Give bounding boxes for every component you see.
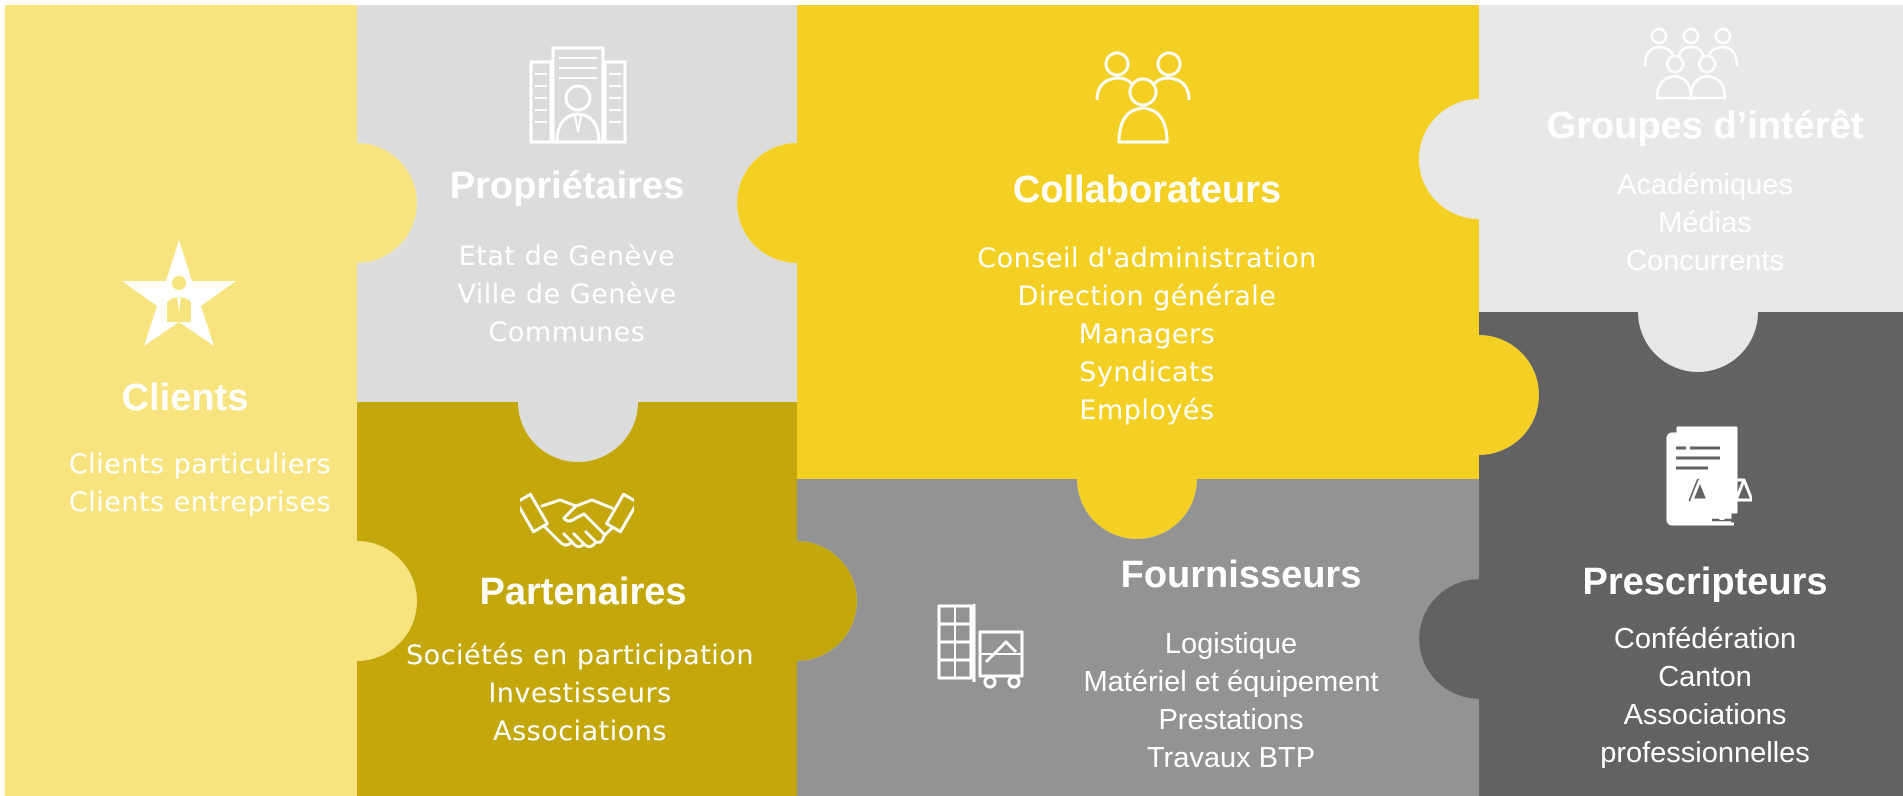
prescripteurs-title: Prescripteurs (1582, 561, 1828, 603)
crowd-icon (1643, 27, 1739, 100)
forklift-icon (937, 604, 1024, 689)
partenaires-item: Investisseurs (488, 678, 672, 709)
clients-items: Clients particuliers Clients entreprises (5, 446, 395, 522)
partenaires-items: Sociétés en participation Investisseurs … (357, 637, 803, 751)
prescripteurs-item: professionnelles (1600, 737, 1810, 769)
partenaires-item: Sociétés en participation (406, 640, 754, 671)
prescripteurs-items: Confédération Canton Associations profes… (1545, 620, 1865, 772)
clients-title: Clients (121, 377, 249, 419)
prescripteurs-item: Associations (1623, 699, 1787, 731)
collaborateurs-item: Direction générale (1017, 281, 1277, 312)
groupes-item: Concurrents (1626, 245, 1784, 277)
piece-fournisseurs (797, 479, 1479, 796)
collaborateurs-items: Conseil d'administration Direction génér… (897, 240, 1397, 430)
collaborateurs-item: Managers (1078, 319, 1216, 350)
proprietaires-item: Ville de Genève (457, 279, 677, 310)
fournisseurs-item: Matériel et équipement (1083, 666, 1379, 698)
partenaires-item: Associations (493, 716, 667, 747)
fournisseurs-title: Fournisseurs (1120, 554, 1362, 596)
clients-item: Clients particuliers (68, 449, 332, 480)
people-group-icon (1095, 51, 1191, 144)
document-scales-icon (1666, 426, 1752, 526)
handshake-icon (520, 492, 634, 549)
proprietaires-item: Etat de Genève (458, 241, 676, 272)
star-person-icon (122, 240, 236, 346)
proprietaires-items: Etat de Genève Ville de Genève Communes (357, 238, 777, 352)
building-person-icon (529, 46, 627, 144)
groupes-title: Groupes d’intérêt (1546, 105, 1864, 147)
piece-clients (5, 5, 417, 796)
proprietaires-item: Communes (488, 317, 646, 348)
partenaires-title: Partenaires (479, 571, 687, 613)
piece-proprietaires (357, 5, 797, 462)
groupes-item: Médias (1658, 207, 1752, 239)
collaborateurs-item: Employés (1079, 395, 1215, 426)
clients-item: Clients entreprises (68, 487, 332, 518)
fournisseurs-items: Logistique Matériel et équipement Presta… (1041, 625, 1421, 777)
fournisseurs-item: Travaux BTP (1146, 742, 1316, 774)
fournisseurs-item: Prestations (1158, 704, 1304, 736)
proprietaires-title: Propriétaires (449, 165, 685, 207)
prescripteurs-item: Canton (1658, 661, 1752, 693)
groupes-item: Académiques (1617, 169, 1793, 201)
piece-prescripteurs (1419, 312, 1903, 796)
collaborateurs-title: Collaborateurs (1012, 169, 1282, 211)
piece-partenaires (357, 402, 857, 796)
fournisseurs-item: Logistique (1164, 628, 1298, 660)
piece-collaborateurs (737, 5, 1539, 539)
piece-groupes (1419, 5, 1903, 372)
collaborateurs-item: Syndicats (1079, 357, 1215, 388)
prescripteurs-item: Confédération (1613, 623, 1797, 655)
groupes-items: Académiques Médias Concurrents (1545, 166, 1865, 280)
collaborateurs-item: Conseil d'administration (977, 243, 1317, 274)
